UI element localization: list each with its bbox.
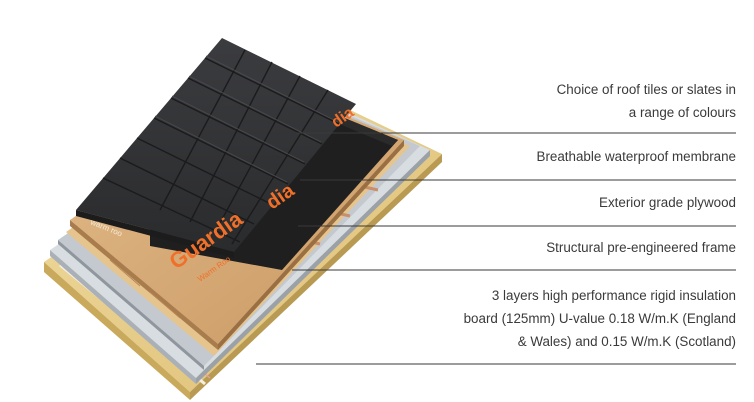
label-line: a range of colours: [628, 105, 736, 120]
leader-lines: [256, 132, 736, 365]
label-line: Choice of roof tiles or slates in: [556, 82, 736, 97]
label-membrane: Breathable waterproof membrane: [537, 145, 736, 168]
label-line: Exterior grade plywood: [599, 195, 736, 210]
label-line: Breathable waterproof membrane: [536, 149, 736, 164]
label-line: Structural pre-engineered frame: [546, 240, 736, 255]
label-line: 3 layers high performance rigid insulati…: [491, 288, 736, 303]
label-line: & Wales) and 0.15 W/m.K (Scotland): [517, 334, 736, 349]
label-plywood: Exterior grade plywood: [599, 191, 736, 214]
label-line: board (125mm) U-value 0.18 W/m.K (Englan…: [463, 311, 736, 326]
label-roof-tiles: Choice of roof tiles or slates in a rang…: [557, 78, 736, 124]
roof-tiles: [76, 38, 356, 258]
label-insulation: 3 layers high performance rigid insulati…: [464, 284, 736, 353]
label-frame: Structural pre-engineered frame: [546, 236, 736, 259]
